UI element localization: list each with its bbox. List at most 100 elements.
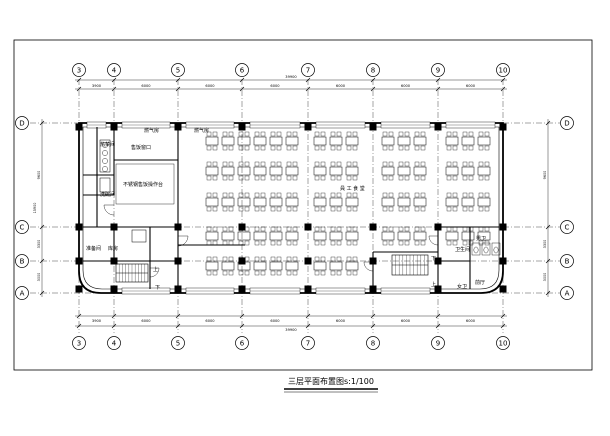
dim-line-bottom-spans-tick-7 <box>500 313 506 319</box>
label-gas-room-2: 燃气房 <box>194 127 209 134</box>
dining-table-39 <box>381 197 395 207</box>
dining-chair-top-27-0 <box>446 161 452 167</box>
dining-chair-bottom-39-0 <box>382 206 388 212</box>
grid-bubble-row-B-left <box>15 254 29 268</box>
dining-chair-top-29-1 <box>484 161 490 167</box>
grid-label-col-10-top: 10 <box>499 67 508 75</box>
dining-chair-bottom-57-0 <box>446 240 452 246</box>
dining-chair-bottom-23-1 <box>352 175 358 181</box>
dim-line-bottom-spans-tick-2 <box>175 313 181 319</box>
grid-label-col-7-bottom: 7 <box>306 340 310 348</box>
dim-text-bottom-4: 6000 <box>336 319 346 323</box>
dim-side-tick-0-3 <box>39 290 45 296</box>
dining-table-22 <box>329 166 343 176</box>
dining-chair-bottom-65-0 <box>286 270 292 276</box>
dim-line-bottom-overall-tick-3 <box>239 323 245 329</box>
dining-chair-top-53-0 <box>346 226 352 232</box>
dim-text-top-2: 6000 <box>205 84 215 88</box>
dining-chair-bottom-48-0 <box>254 240 260 246</box>
dining-chair-bottom-5-1 <box>292 145 298 151</box>
dining-table-64 <box>269 261 283 271</box>
dining-chair-bottom-43-0 <box>462 206 468 212</box>
dim-side-tick-0-2 <box>39 258 45 264</box>
door-swing-0 <box>177 235 189 247</box>
dining-chair-bottom-52-0 <box>330 240 336 246</box>
dining-chair-top-49-1 <box>276 226 282 232</box>
dining-chair-top-63-0 <box>254 256 260 262</box>
dining-table-26 <box>413 166 427 176</box>
dining-chair-top-33-0 <box>254 192 260 198</box>
dining-chair-bottom-36-0 <box>314 206 320 212</box>
dim-text-bottom-2: 6000 <box>205 319 215 323</box>
storage-equipment <box>131 229 147 243</box>
dining-chair-bottom-22-0 <box>330 175 336 181</box>
dining-chair-top-40-0 <box>398 192 404 198</box>
dining-chair-bottom-5-0 <box>286 145 292 151</box>
dining-table-65 <box>285 261 299 271</box>
dim-line-bottom-spans-tick-0 <box>76 313 82 319</box>
dining-chair-bottom-17-0 <box>238 175 244 181</box>
structural-column-3-3 <box>238 285 246 293</box>
dining-chair-top-59-0 <box>478 226 484 232</box>
dining-chair-bottom-11-0 <box>414 145 420 151</box>
dining-chair-top-21-0 <box>314 161 320 167</box>
drawing-title: 三层平面布置图s:1/100 <box>288 376 374 386</box>
dining-chair-top-28-0 <box>462 161 468 167</box>
dining-chair-bottom-42-0 <box>446 206 452 212</box>
dining-table-6 <box>313 136 327 146</box>
dim-line-bottom-spans-tick-6 <box>435 313 441 319</box>
dining-chair-top-15-1 <box>212 161 218 167</box>
dim-side-tick-1-2 <box>545 258 551 264</box>
dining-chair-top-68-1 <box>352 256 358 262</box>
dining-chair-bottom-17-1 <box>244 175 250 181</box>
dining-chair-top-5-1 <box>292 131 298 137</box>
wall-layer <box>75 121 507 295</box>
structural-column-0-0 <box>75 123 83 131</box>
dining-chair-bottom-37-0 <box>330 206 336 212</box>
dining-table-29 <box>477 166 491 176</box>
dining-chair-bottom-29-0 <box>478 175 484 181</box>
dining-table-47 <box>237 231 251 241</box>
dining-chair-top-41-0 <box>414 192 420 198</box>
dining-chair-bottom-61-0 <box>222 270 228 276</box>
toilet-stall-0 <box>471 242 481 256</box>
grid-bubble-col-6-top <box>235 63 249 77</box>
dining-chair-bottom-32-1 <box>244 206 250 212</box>
structural-column-4-0 <box>304 123 312 131</box>
dining-chair-bottom-7-0 <box>330 145 336 151</box>
dining-chair-bottom-37-1 <box>336 206 342 212</box>
dining-chair-top-14-0 <box>478 131 484 137</box>
dining-chair-bottom-58-0 <box>462 240 468 246</box>
dining-chair-bottom-54-0 <box>382 240 388 246</box>
grid-bubble-row-A-right <box>560 286 574 300</box>
dining-chair-top-54-1 <box>388 226 394 232</box>
grid-label-col-8-bottom: 8 <box>371 340 375 348</box>
dining-chair-bottom-55-0 <box>398 240 404 246</box>
dining-chair-top-30-0 <box>206 192 212 198</box>
dining-chair-bottom-33-1 <box>260 206 266 212</box>
dining-chair-bottom-49-1 <box>276 240 282 246</box>
dining-chair-bottom-60-1 <box>212 270 218 276</box>
dining-chair-bottom-3-1 <box>260 145 266 151</box>
grid-bubble-row-C-left <box>15 220 29 234</box>
dining-chair-top-24-1 <box>388 161 394 167</box>
label-down-2: 下 <box>431 256 436 262</box>
dining-table-2 <box>237 136 251 146</box>
grid-label-col-4-bottom: 4 <box>112 340 117 348</box>
dim-text-bottom-5: 6000 <box>401 319 411 323</box>
dining-table-38 <box>345 197 359 207</box>
dining-chair-top-12-1 <box>452 131 458 137</box>
grid-label-row-B-right: B <box>565 258 570 266</box>
dining-table-63 <box>253 261 267 271</box>
dining-chair-top-31-0 <box>222 192 228 198</box>
dim-text-bottom-0: 3900 <box>92 319 102 323</box>
dining-chair-top-26-0 <box>414 161 420 167</box>
dining-table-25 <box>397 166 411 176</box>
dining-chair-bottom-34-0 <box>270 206 276 212</box>
label-restroom: 卫生间 <box>455 246 470 253</box>
grid-bubble-col-6-bottom <box>235 336 249 350</box>
dining-chair-top-19-0 <box>270 161 276 167</box>
dim-line-top-spans-tick-4 <box>305 86 311 92</box>
dining-table-36 <box>313 197 327 207</box>
